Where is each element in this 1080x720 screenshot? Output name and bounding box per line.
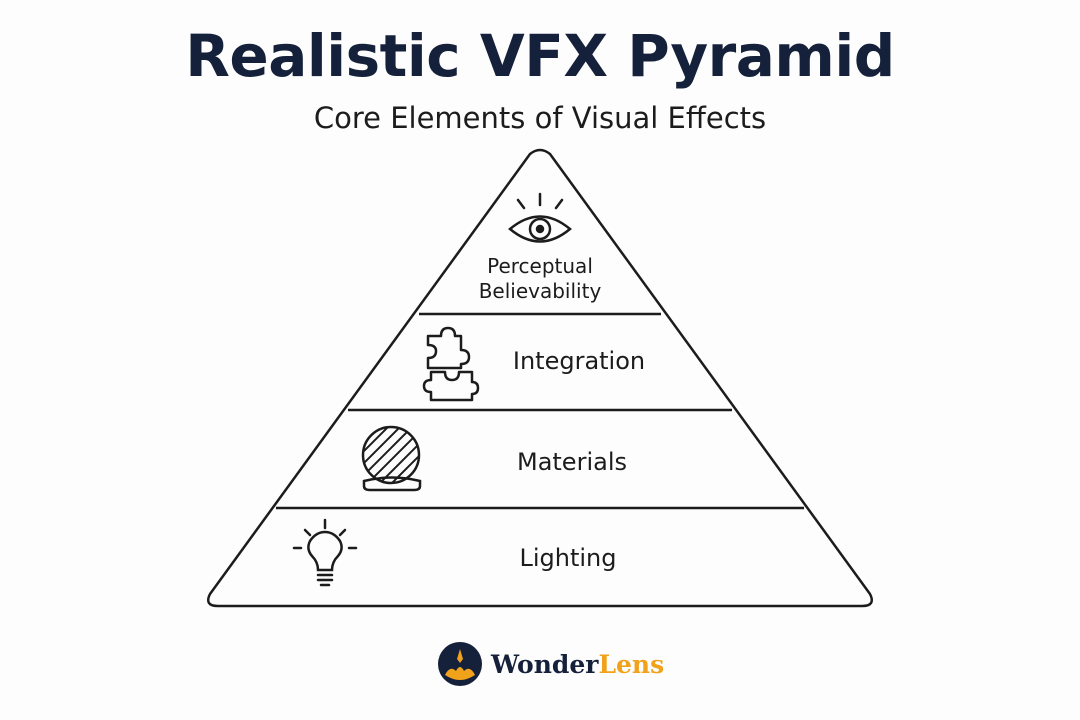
pyramid-diagram: Perceptual Believability Integration <box>207 148 873 608</box>
tier-label: Lighting <box>519 544 616 572</box>
tier-label: Materials <box>517 448 627 476</box>
eye-icon <box>508 192 572 243</box>
brand-logo: WonderLens <box>437 640 664 688</box>
puzzle-icon <box>422 326 480 402</box>
brand-name-part2: Lens <box>598 649 665 679</box>
page-title: Realistic VFX Pyramid <box>185 22 895 90</box>
tier-perceptual-believability: Perceptual Believability <box>479 192 602 303</box>
wonderlens-logo <box>438 642 482 686</box>
tier-label: Believability <box>479 279 602 303</box>
tier-integration: Integration <box>422 326 645 402</box>
brand-name-part1: Wonder <box>491 649 599 679</box>
tier-lighting: Lighting <box>292 518 617 587</box>
pyramid-outline <box>207 148 873 608</box>
sphere-icon <box>361 425 422 492</box>
tier-materials: Materials <box>361 425 627 492</box>
page-subtitle: Core Elements of Visual Effects <box>313 101 767 135</box>
lightbulb-icon <box>292 518 358 587</box>
tier-label: Integration <box>513 347 645 375</box>
brand-name: WonderLens <box>491 650 664 679</box>
tier-label: Perceptual <box>487 254 593 278</box>
